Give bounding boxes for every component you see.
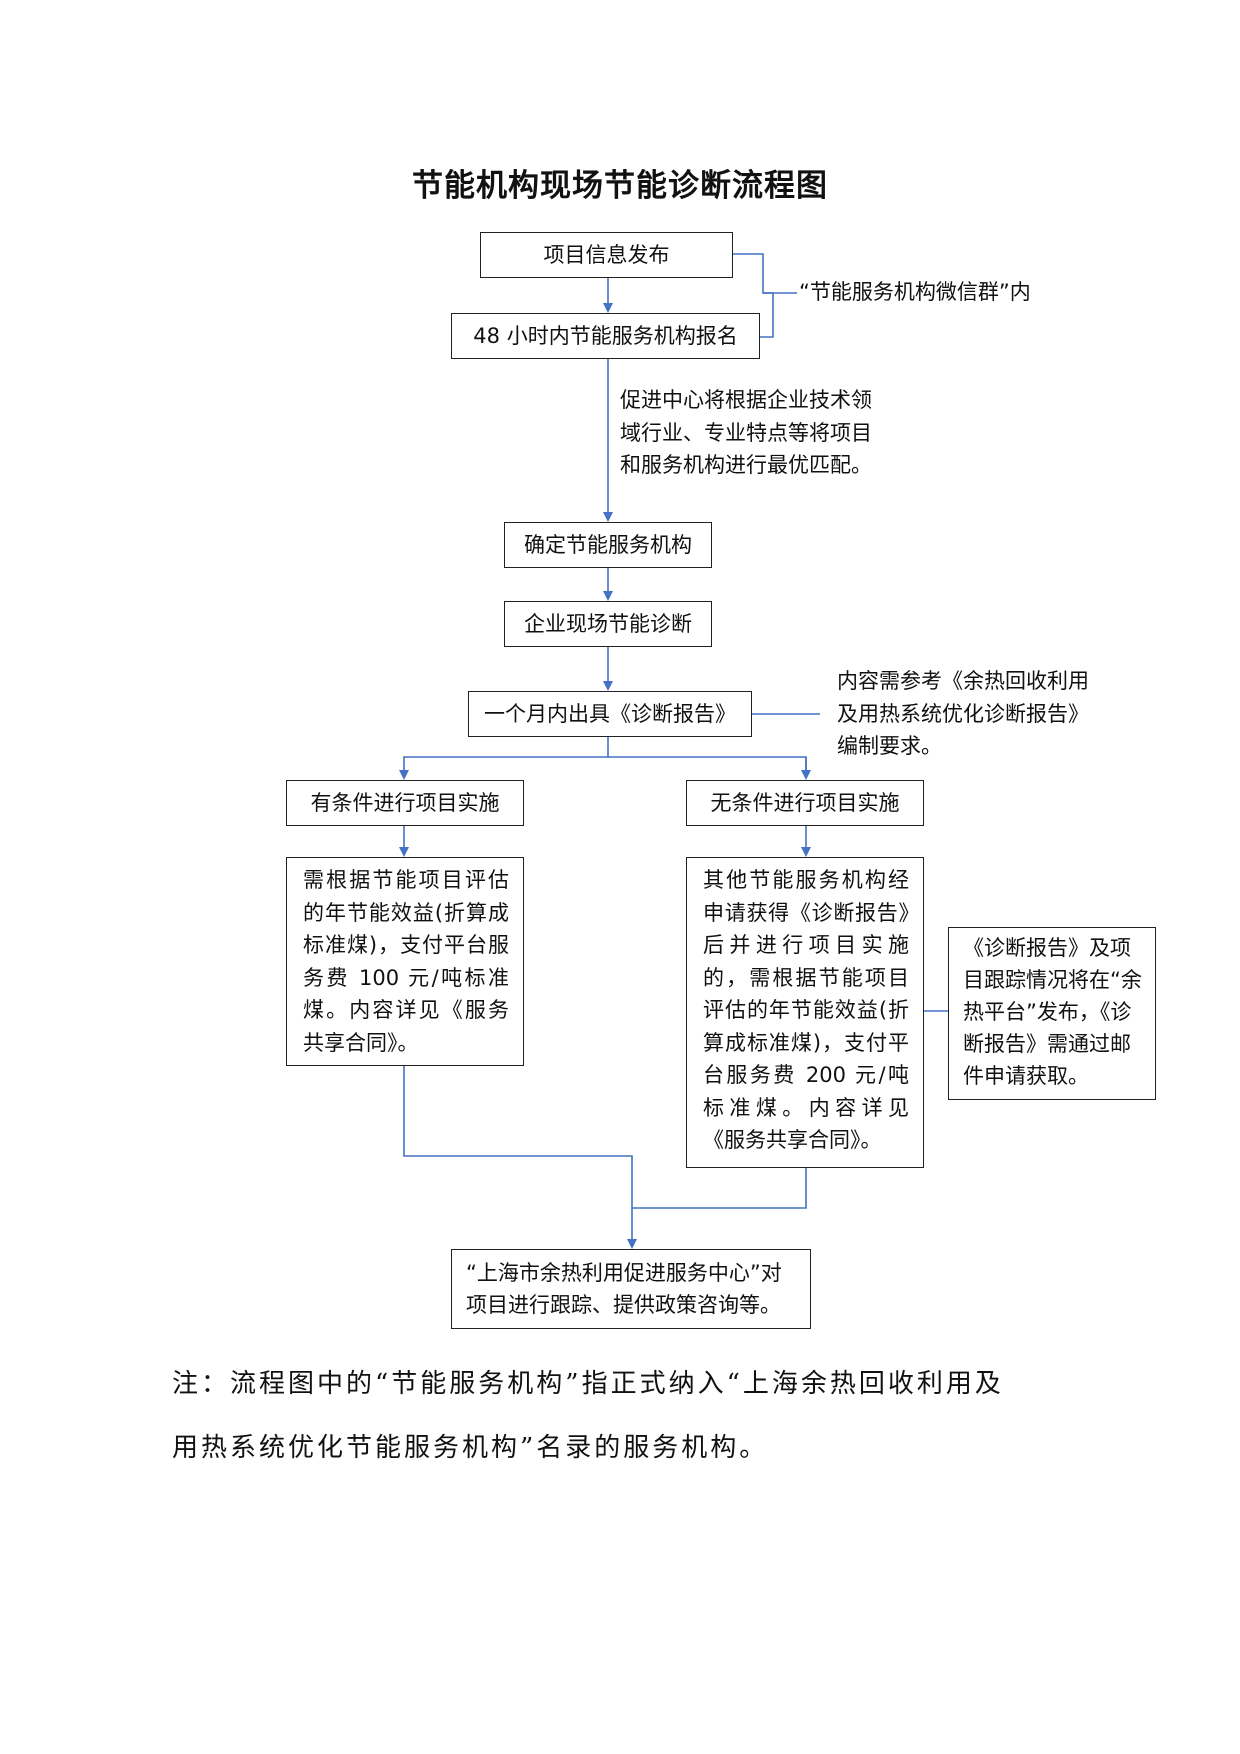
- node-with-condition-detail-text: 需根据节能项目评估的年节能效益(折算成标准煤)，支付平台服务费 100 元/吨标…: [303, 868, 509, 1055]
- page-title: 节能机构现场节能诊断流程图: [412, 168, 828, 204]
- node-with-condition: 有条件进行项目实施: [286, 780, 524, 826]
- node-publish-label: 项目信息发布: [543, 243, 670, 267]
- footnote-line-1: 注：流程图中的“节能服务机构”指正式纳入“上海余热回收利用及: [172, 1369, 1004, 1399]
- node-platform-publish-text: 《诊断报告》及项目跟踪情况将在“余热平台”发布，《诊断报告》需通过邮件申请获取。: [963, 936, 1142, 1088]
- node-report-label: 一个月内出具《诊断报告》: [484, 702, 736, 726]
- node-without-condition-detail-text: 其他节能服务机构经申请获得《诊断报告》后并进行项目实施的，需根据节能项目评估的年…: [703, 868, 909, 1152]
- arrow-report-split-right: [608, 756, 807, 778]
- matching-annotation: 促进中心将根据企业技术领 域行业、专业特点等将项目 和服务机构进行最优匹配。: [620, 388, 872, 477]
- node-publish: 项目信息发布: [480, 232, 733, 278]
- node-signup-label: 48 小时内节能服务机构报名: [473, 324, 738, 348]
- arrow-without-detail-merge: [632, 1168, 807, 1209]
- wechat-annotation: “节能服务机构微信群”内: [799, 280, 1031, 304]
- node-diagnosis-label: 企业现场节能诊断: [524, 612, 692, 636]
- node-followup: “上海市余热利用促进服务中心”对项目进行跟踪、提供政策咨询等。: [451, 1249, 811, 1329]
- footnote-line-2: 用热系统优化节能服务机构”名录的服务机构。: [172, 1433, 769, 1463]
- footnote: 注：流程图中的“节能服务机构”指正式纳入“上海余热回收利用及 用热系统优化节能服…: [172, 1352, 1072, 1480]
- node-confirm: 确定节能服务机构: [504, 522, 712, 568]
- node-without-condition-detail: 其他节能服务机构经申请获得《诊断报告》后并进行项目实施的，需根据节能项目评估的年…: [686, 857, 924, 1168]
- arrow-report-split: [399, 737, 609, 780]
- wechat-bracket: [733, 253, 797, 294]
- node-without-condition-label: 无条件进行项目实施: [710, 791, 900, 815]
- node-without-condition: 无条件进行项目实施: [686, 780, 924, 826]
- report-requirement-annotation: 内容需参考《余热回收利用 及用热系统优化诊断报告》 编制要求。: [837, 669, 1089, 758]
- node-platform-publish: 《诊断报告》及项目跟踪情况将在“余热平台”发布，《诊断报告》需通过邮件申请获取。: [948, 927, 1156, 1100]
- node-followup-text: “上海市余热利用促进服务中心”对项目进行跟踪、提供政策咨询等。: [466, 1261, 782, 1317]
- arrow-with-detail-merge: [403, 1066, 637, 1249]
- node-report: 一个月内出具《诊断报告》: [468, 691, 752, 737]
- node-confirm-label: 确定节能服务机构: [524, 533, 692, 557]
- node-diagnosis: 企业现场节能诊断: [504, 601, 712, 647]
- node-signup: 48 小时内节能服务机构报名: [451, 313, 760, 359]
- node-with-condition-detail: 需根据节能项目评估的年节能效益(折算成标准煤)，支付平台服务费 100 元/吨标…: [286, 857, 524, 1066]
- node-with-condition-label: 有条件进行项目实施: [310, 791, 500, 815]
